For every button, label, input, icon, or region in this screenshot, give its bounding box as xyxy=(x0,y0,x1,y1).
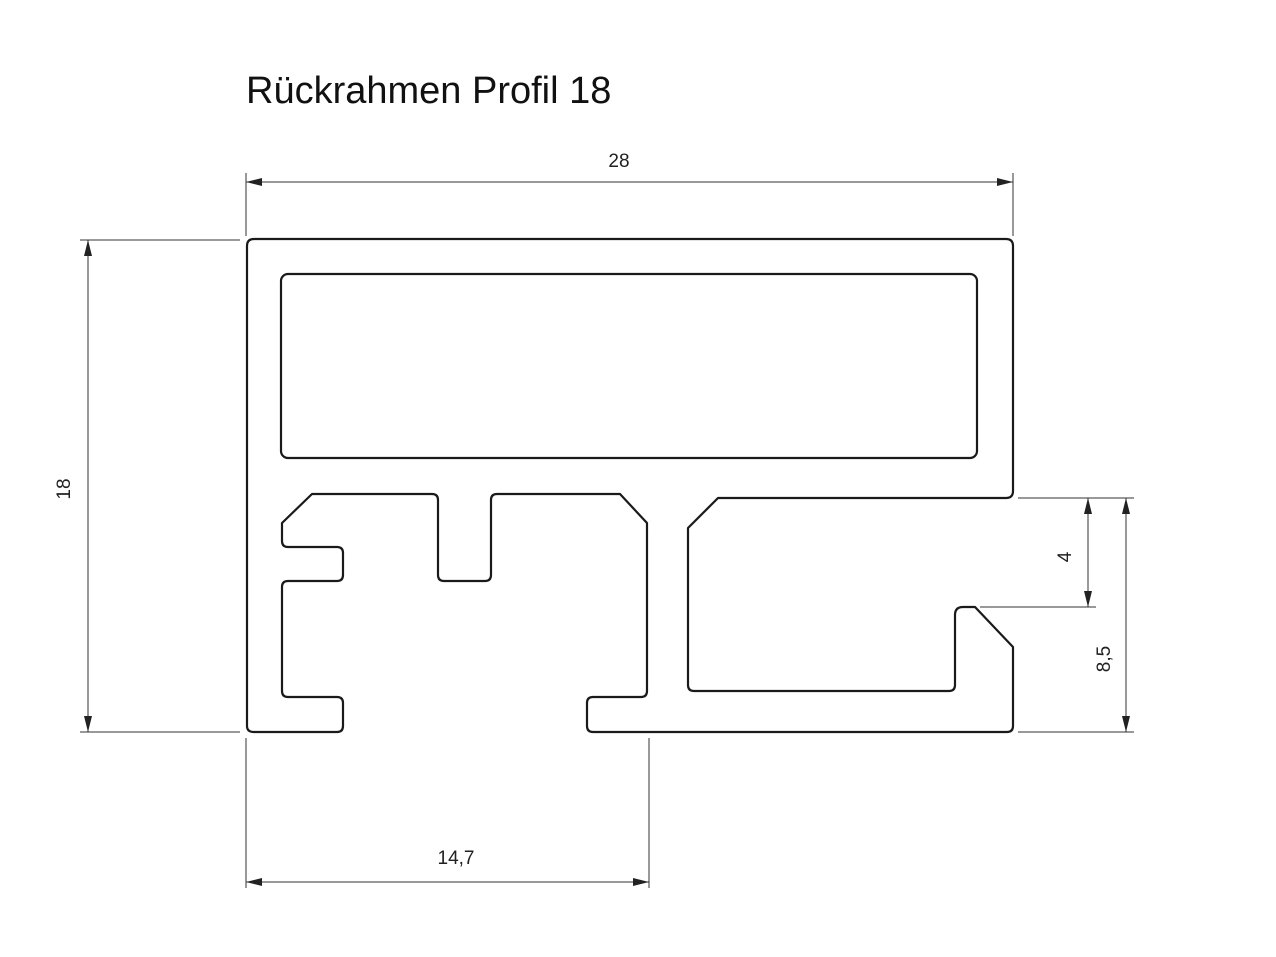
dimension-height: 18 xyxy=(54,239,240,733)
dimension-height-label: 18 xyxy=(54,478,75,499)
dimension-bottom-width: 14,7 xyxy=(245,738,650,888)
dimension-slot-depth: 4 xyxy=(980,497,1134,608)
profile-inner-chamber xyxy=(279,272,979,460)
dimension-slot-depth-label: 4 xyxy=(1055,551,1076,562)
diagram-title: Rückrahmen Profil 18 xyxy=(246,70,612,112)
profile-outer-contour xyxy=(245,237,1015,734)
dimension-lip-height-label: 8,5 xyxy=(1094,646,1115,672)
dimension-bottom-width-label: 14,7 xyxy=(438,848,475,869)
dimension-lip-height: 8,5 xyxy=(1018,498,1134,733)
dimension-width-label: 28 xyxy=(608,151,629,172)
dimension-width: 28 xyxy=(245,151,1014,236)
